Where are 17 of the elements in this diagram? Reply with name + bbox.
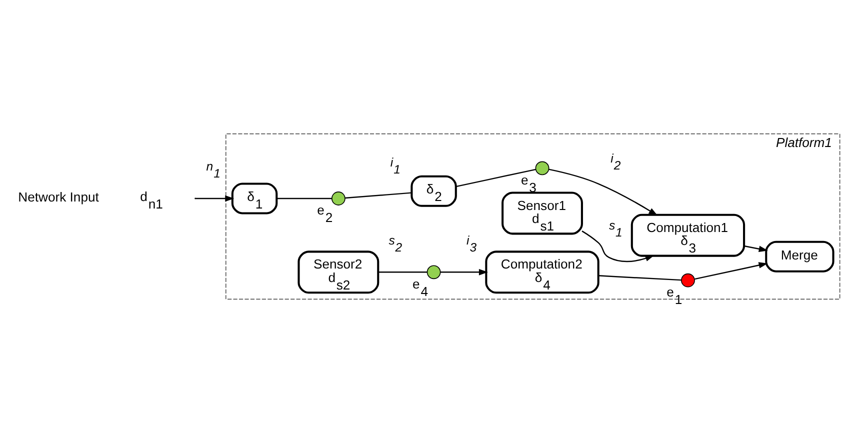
arrow [744, 244, 768, 252]
node-circle [426, 264, 441, 279]
node-circle [331, 191, 346, 205]
connector [456, 168, 536, 187]
connector [345, 192, 412, 198]
node-box: Merge [765, 240, 834, 272]
arrow [440, 268, 488, 275]
label: Network Input [18, 189, 99, 204]
arrow [548, 168, 658, 216]
arrow [694, 262, 768, 280]
node-circle [535, 160, 550, 175]
arrow [582, 230, 654, 262]
node-circle [681, 272, 695, 287]
connector [276, 197, 332, 199]
connector [378, 271, 428, 272]
arrow [196, 194, 234, 202]
connector [598, 274, 682, 280]
